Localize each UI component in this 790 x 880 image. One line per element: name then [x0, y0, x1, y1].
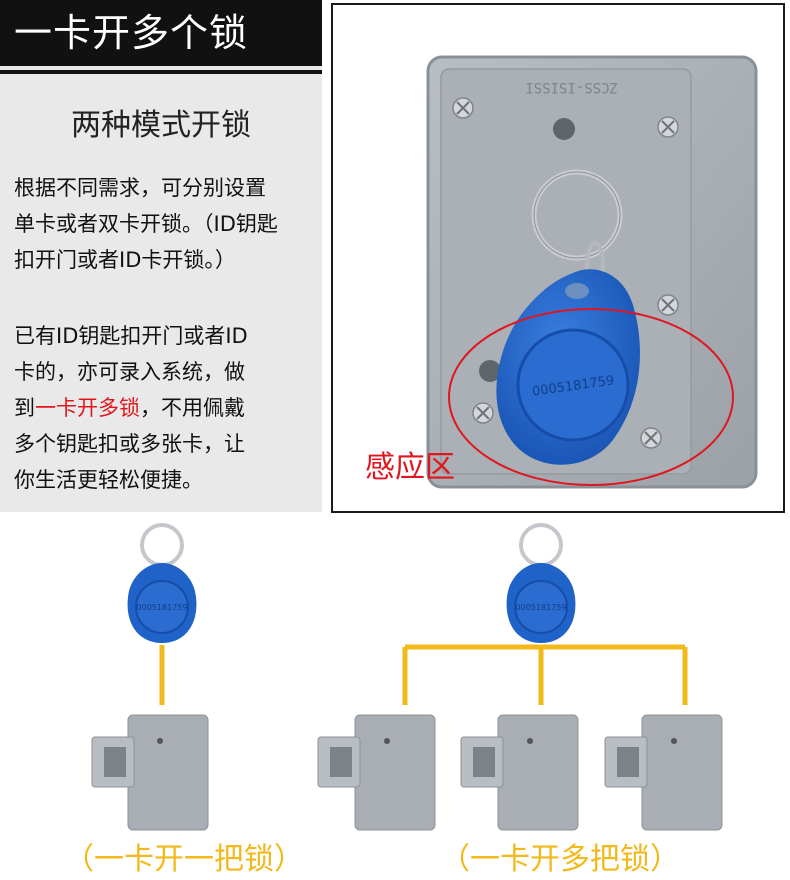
cabinet-lock-icon — [91, 714, 209, 831]
title-bar: 一卡开多个锁 — [0, 0, 322, 66]
paragraph-line: 扣开门或者ID卡开锁。） — [14, 248, 236, 272]
subtitle: 两种模式开锁 — [71, 108, 251, 143]
sensing-area-label: 感应区 — [365, 450, 455, 485]
text-prefix: 到 — [14, 396, 35, 420]
paragraph-multi-lock: 已有ID钥匙扣开门或者ID 卡的，亦可录入系统，做 到一卡开多锁，不用佩戴 多个… — [14, 318, 248, 498]
product-photo: ZCSS-ISISSI 0005181759 感应区 — [331, 3, 785, 513]
rfid-fob-icon: 0005181759 — [506, 523, 576, 643]
paragraph-line: 卡的，亦可录入系统，做 — [14, 360, 245, 384]
title-underline — [0, 70, 322, 74]
connector-lines — [159, 644, 688, 705]
page-title: 一卡开多个锁 — [14, 11, 249, 55]
paragraph-line: 你生活更轻松便捷。 — [14, 468, 203, 492]
paragraph-line: 到一卡开多锁，不用佩戴 — [14, 390, 248, 426]
mount-hole — [479, 360, 501, 382]
paragraph-line: 多个钥匙扣或多张卡，让 — [14, 432, 245, 456]
cabinet-lock-icon — [460, 714, 579, 831]
info-panel: 一卡开多个锁 两种模式开锁 根据不同需求，可分别设置 单卡或者双卡开锁。（ID钥… — [0, 0, 322, 512]
fob-number: 0005181759 — [137, 603, 188, 612]
paragraph-modes: 根据不同需求，可分别设置 单卡或者双卡开锁。（ID钥匙 扣开门或者ID卡开锁。） — [14, 170, 278, 278]
mode-diagrams: 0005181759 0005181759 — [0, 515, 790, 877]
case-marking: ZCSS-ISISSI — [525, 79, 618, 95]
fob-number: 0005181759 — [516, 603, 567, 612]
single-lock-caption: （一卡开一把锁） — [64, 842, 304, 877]
sensing-area-outline — [448, 308, 734, 486]
cabinet-lock-icon — [317, 714, 436, 831]
mount-hole — [553, 118, 575, 140]
paragraph-line: 已有ID钥匙扣开门或者ID — [14, 324, 248, 348]
text-suffix: ，不用佩戴 — [140, 396, 245, 420]
paragraph-line: 单卡或者双卡开锁。（ID钥匙 — [14, 212, 278, 236]
cabinet-lock-icon — [604, 714, 723, 831]
multi-lock-caption: （一卡开多把锁） — [440, 842, 680, 877]
fob-disc — [516, 328, 630, 442]
rfid-fob-icon: 0005181759 — [127, 523, 197, 643]
diagram-illustration: 0005181759 0005181759 — [91, 523, 723, 831]
lock-photo-illustration: ZCSS-ISISSI 0005181759 感应区 — [365, 55, 758, 489]
highlight-text: 一卡开多锁 — [35, 396, 140, 420]
paragraph-line: 根据不同需求，可分别设置 — [14, 176, 266, 200]
